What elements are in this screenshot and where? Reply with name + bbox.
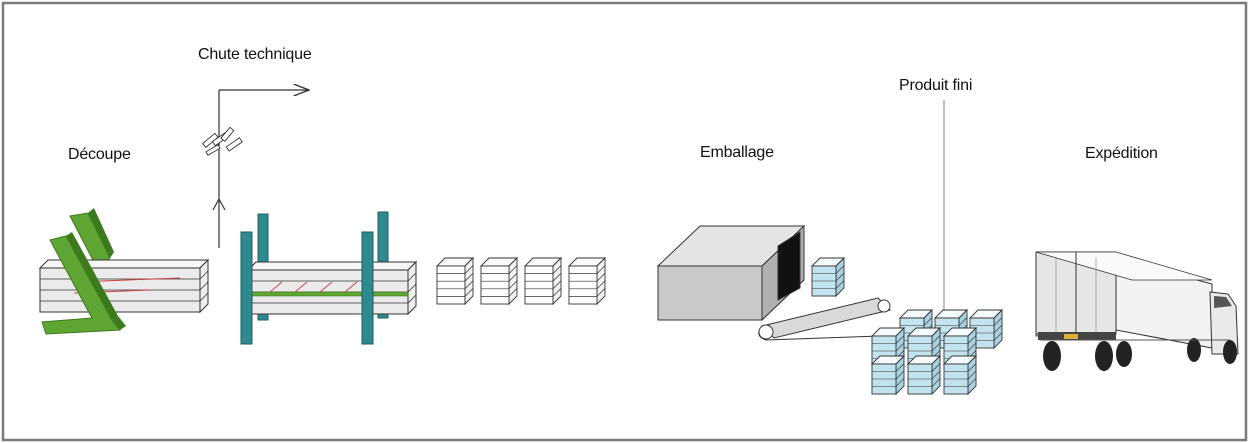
label-emballage: Emballage xyxy=(700,144,774,161)
label-decoupe: Découpe xyxy=(68,146,131,163)
packaging-machine-icon xyxy=(656,224,806,322)
label-produit-fini: Produit fini xyxy=(899,77,973,94)
diagonal-saw-arm-front xyxy=(41,232,126,335)
packed-bundle-icon xyxy=(811,257,845,297)
arrow-icon xyxy=(212,197,226,211)
finished-packs-icon xyxy=(871,309,1003,395)
panel-bundle-icon xyxy=(436,257,606,305)
press-machine-icon xyxy=(240,211,417,345)
conveyor-icon xyxy=(758,297,891,341)
diagonal-saw-icon xyxy=(69,208,114,267)
label-expedition: Expédition xyxy=(1085,145,1158,162)
offcut-flow-line xyxy=(212,90,309,248)
offcut-pieces-icon xyxy=(201,126,243,156)
semi-truck-icon xyxy=(1035,251,1239,371)
label-chute-technique: Chute technique xyxy=(198,46,312,63)
